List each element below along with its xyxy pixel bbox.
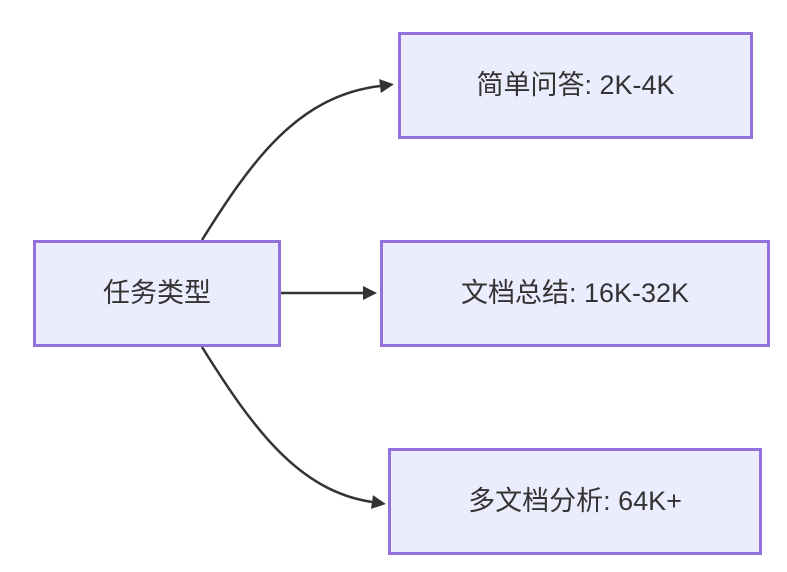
node-doc-summary-label: 文档总结: 16K-32K — [460, 278, 690, 309]
node-simple-qa: 简单问答: 2K-4K — [398, 32, 753, 139]
edge-root-to-simple-qa — [200, 79, 394, 241]
node-task-type-label: 任务类型 — [103, 278, 211, 309]
node-multidoc-analysis-label: 多文档分析: 64K+ — [468, 486, 682, 517]
node-task-type: 任务类型 — [33, 240, 281, 347]
edge-root-to-multidoc-analysis — [200, 346, 386, 509]
node-doc-summary: 文档总结: 16K-32K — [380, 240, 770, 347]
node-simple-qa-label: 简单问答: 2K-4K — [476, 70, 675, 101]
node-multidoc-analysis: 多文档分析: 64K+ — [388, 448, 762, 555]
